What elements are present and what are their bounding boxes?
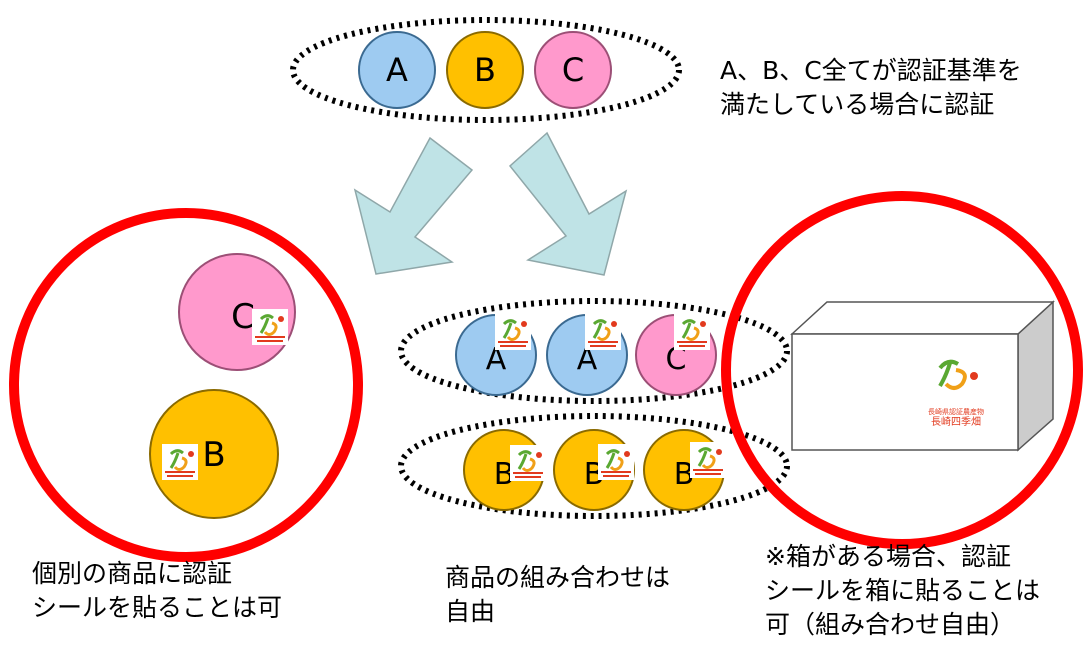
left-circle-c-label: C (231, 297, 255, 337)
arrow-right (508, 131, 628, 276)
top-note-line-2: 満たしている場合に認証 (720, 90, 995, 119)
arrow-left (353, 136, 474, 275)
box-seal-caption-1: 長崎県認証農産物 (928, 407, 984, 416)
middle-caption: 商品の組み合わせは 自由 (445, 561, 670, 629)
middle-caption-line-1: 商品の組み合わせは (445, 563, 671, 592)
certification-seal-icon (493, 312, 533, 352)
left-circle-c: C (178, 253, 296, 371)
top-note: A、B、C全てが認証基準を 満たしている場合に認証 (720, 54, 1022, 122)
middle-caption-line-2: 自由 (445, 597, 496, 626)
right-caption: ※箱がある場合、認証 シールを箱に貼ることは 可（組み合わせ自由） (765, 540, 1040, 642)
certification-seal-icon (672, 312, 712, 352)
top-circle-c: C (534, 31, 612, 109)
right-caption-line-3: 可（組み合わせ自由） (765, 610, 1016, 639)
certification-seal-icon (583, 312, 623, 352)
middle-row1-label-1: A (486, 342, 507, 377)
top-group-outline (290, 17, 682, 123)
middle-row2-label-3: B (674, 457, 695, 492)
top-circle-b-label: B (474, 51, 496, 89)
shipping-box: 長崎県認証農産物 長崎四季畑 (790, 300, 1055, 452)
middle-row1-label-2: A (577, 342, 598, 377)
left-highlight-ring (9, 208, 363, 562)
top-circle-a: A (358, 31, 436, 109)
left-caption-line-1: 個別の商品に認証 (32, 559, 233, 588)
certification-seal-icon (688, 440, 728, 480)
middle-group-outline-2 (398, 413, 790, 519)
middle-row1-circle-a-2: A (546, 312, 628, 396)
top-circle-b: B (446, 31, 524, 109)
middle-row1-circle-c: C (635, 312, 717, 396)
box-seal-icon: 長崎県認証農産物 長崎四季畑 (928, 359, 984, 428)
left-caption: 個別の商品に認証 シールを貼ることは可 (32, 557, 282, 625)
right-caption-line-1: ※箱がある場合、認証 (765, 542, 1011, 571)
left-caption-line-2: シールを貼ることは可 (32, 593, 283, 622)
left-circle-b-label: B (202, 435, 225, 475)
middle-row1-circle-a-1: A (455, 312, 537, 396)
certification-seal-icon (596, 442, 636, 482)
certification-seal-icon (250, 307, 290, 347)
left-circle-b: B (149, 389, 279, 519)
top-circle-a-label: A (386, 51, 408, 89)
middle-row2-label-1: B (494, 457, 515, 492)
right-caption-line-2: シールを箱に貼ることは (765, 576, 1041, 605)
middle-row1-label-3: C (666, 342, 687, 377)
right-highlight-ring (721, 191, 1083, 549)
certification-seal-icon (160, 442, 200, 482)
certification-seal-icon (508, 443, 548, 483)
box-seal-caption-2: 長崎四季畑 (931, 415, 981, 428)
middle-row2-circle-b-1: B (463, 429, 548, 511)
middle-row2-circle-b-2: B (553, 429, 636, 511)
top-circle-c-label: C (562, 51, 584, 89)
middle-row2-circle-b-3: B (643, 429, 728, 511)
top-note-line-1: A、B、C全てが認証基準を (720, 56, 1022, 85)
middle-group-outline-1 (398, 298, 790, 404)
